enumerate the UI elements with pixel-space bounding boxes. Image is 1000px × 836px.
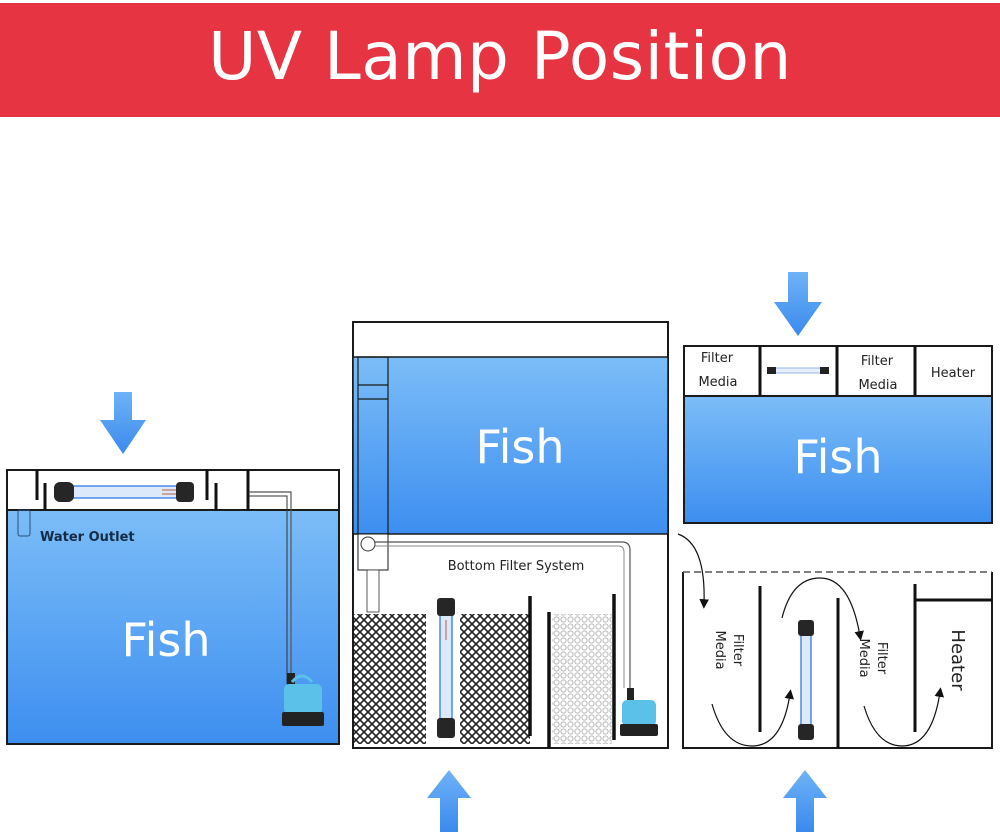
panel-top-filter: Water Outlet Fish (6, 392, 340, 745)
filter-media-label: Media (856, 638, 871, 677)
down-arrow-icon (774, 272, 822, 336)
title-banner: UV Lamp Position (0, 3, 1000, 117)
filter-media-label: Media (698, 375, 737, 390)
fish-tank-water (352, 356, 669, 535)
filter-media-label: Media (712, 630, 727, 669)
uv-lamp-icon (767, 367, 829, 374)
filter-media-block (460, 614, 530, 744)
uv-lamp-icon (798, 620, 814, 740)
fish-label: Fish (793, 430, 882, 484)
heater-label: Heater (931, 366, 976, 381)
filter-media-label: Filter (861, 354, 894, 369)
filter-media-label: Filter (701, 351, 734, 366)
up-arrow-icon (427, 770, 471, 832)
uv-lamp-icon (437, 598, 455, 738)
filter-media-label: Filter (874, 642, 889, 675)
filter-media-label: Media (858, 378, 897, 393)
up-arrow-icon (783, 770, 827, 832)
filter-media-block (354, 614, 426, 744)
water-outlet-label: Water Outlet (40, 530, 135, 545)
filter-media-block (552, 614, 612, 744)
uv-lamp-icon (54, 482, 194, 502)
panel-bottom-filter: Fish Bottom Filter System (352, 321, 669, 832)
fish-tank-water (6, 509, 340, 745)
page-title: UV Lamp Position (208, 17, 792, 95)
fish-label: Fish (121, 613, 210, 667)
bottom-filter-system-label: Bottom Filter System (448, 559, 585, 574)
panel-overflow-sump: Filter Media Filter Media Heater Fish Me… (677, 272, 993, 832)
fish-tank-water (683, 395, 993, 524)
down-arrow-icon (100, 392, 146, 454)
fish-label: Fish (475, 420, 564, 474)
heater-label: Heater (947, 629, 968, 691)
water-pump-icon (620, 688, 658, 736)
water-pump-icon (282, 673, 324, 726)
filter-media-label: Filter (730, 634, 745, 667)
